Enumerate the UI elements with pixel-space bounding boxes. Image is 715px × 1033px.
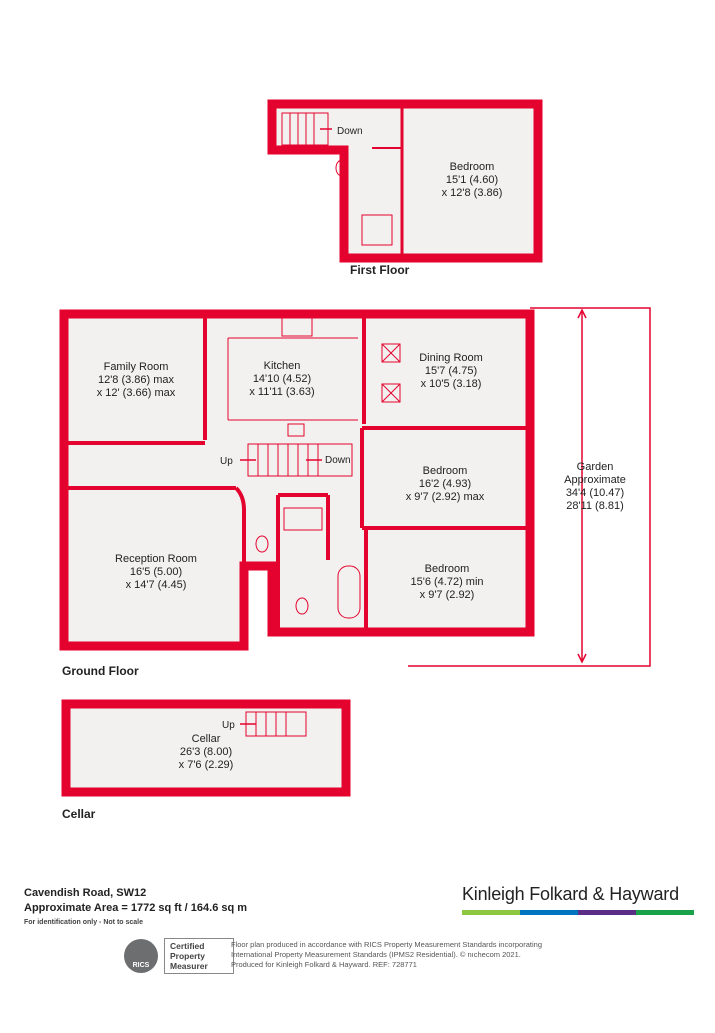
ground-floor: Up Down Family Room 12'8 (3.86) max x 12… [59,307,651,678]
rics-badge: RICS Certified Property Measurer [124,938,234,974]
ground-bedroom-2-name: Bedroom [425,563,470,575]
kitchen-dim2: x 11'11 (3.63) [249,386,314,398]
first-bedroom-dim2: x 12'8 (3.86) [442,187,503,199]
first-bedroom-name: Bedroom [450,161,495,173]
cellar-dim1: 26'3 (8.00) [180,746,232,758]
dining-room-dim1: 15'7 (4.75) [425,365,477,377]
ground-floor-walls [59,309,535,651]
ground-stairs-down-label: Down [325,455,351,466]
rics-badge-line: Certified [170,941,205,951]
shower-tray [361,214,393,246]
brand-bar-segment [636,910,694,915]
kitchen-fixtures [227,317,358,437]
rics-seal-icon: RICS [124,939,158,973]
cellar-walls [61,699,351,797]
first-floor-stairs [281,112,332,146]
ground-floor-label: Ground Floor [62,664,139,678]
approximate-area: Approximate Area = 1772 sq ft / 164.6 sq… [24,902,248,914]
agency-name: Kinleigh Folkard & Hayward [462,884,679,904]
cellar-stairs-label: Up [222,720,235,731]
ground-bedroom-1-dim2: x 9'7 (2.92) max [406,491,485,503]
cellar-name: Cellar [192,733,221,745]
cellar-floor-label: Cellar [62,807,96,821]
cellar-floor: Up Cellar 26'3 (8.00) x 7'6 (2.29) Cella… [61,699,351,821]
dining-room-name: Dining Room [419,352,483,364]
kitchen-dim1: 14'10 (4.52) [253,373,311,385]
cellar-dim2: x 7'6 (2.29) [179,759,234,771]
garden-outline [408,307,651,667]
garden-dim1: 34'4 (10.47) [566,487,624,499]
ground-bedroom-1-name: Bedroom [423,465,468,477]
ground-bedroom-1-dim1: 16'2 (4.93) [419,478,471,490]
ground-floor-partitions [68,316,527,630]
first-floor-walls [267,99,543,263]
disclaimer-line: International Property Measurement Stand… [231,950,521,959]
first-bedroom-dim1: 15'1 (4.60) [446,174,498,186]
cellar-stairs [240,711,307,737]
dining-room-dim2: x 10'5 (3.18) [421,378,482,390]
rics-badge-line: Measurer [170,961,208,971]
first-floor-label: First Floor [350,263,410,277]
certified-property-measurer: Certified Property Measurer [164,938,234,974]
disclaimer-line: Produced for Kinleigh Folkard & Hayward.… [231,960,417,969]
measurement-disclaimer: Floor plan produced in accordance with R… [231,940,591,970]
garden-name: Garden [577,461,614,473]
family-room-name: Family Room [104,361,169,373]
brand-bar-segment [462,910,520,915]
property-address: Cavendish Road, SW12 [24,887,147,899]
rics-badge-line: Property [170,951,205,961]
reception-room-dim2: x 14'7 (4.45) [126,579,187,591]
brand-bar-segment [520,910,578,915]
brand-bar-segment [578,910,636,915]
bath-fixtures [255,507,361,619]
ground-stairs-up-label: Up [220,456,233,467]
skylights [381,343,401,403]
ground-bedroom-2-dim1: 15'6 (4.72) min [410,576,483,588]
basin [335,159,349,177]
property-info: Cavendish Road, SW12 Approximate Area = … [24,886,247,926]
agency-brand: Kinleigh Folkard & Hayward [462,884,694,915]
disclaimer-line: Floor plan produced in accordance with R… [231,940,542,949]
garden-approx: Approximate [564,474,626,486]
brand-color-bar [462,910,694,915]
first-floor-stairs-label: Down [337,126,363,137]
kitchen-name: Kitchen [264,360,301,372]
reception-room-dim1: 16'5 (5.00) [130,566,182,578]
first-floor: Down Bedroom 15'1 (4.60) x 12'8 (3.86) F… [267,99,543,277]
garden-dim2: 28'11 (8.81) [566,500,624,512]
ground-bedroom-2-dim2: x 9'7 (2.92) [420,589,475,601]
family-room-dim1: 12'8 (3.86) max [98,374,175,386]
identification-note: For identification only - Not to scale [24,919,144,926]
floor-plan: Down Bedroom 15'1 (4.60) x 12'8 (3.86) F… [59,99,651,821]
reception-room-name: Reception Room [115,553,197,565]
family-room-dim2: x 12' (3.66) max [97,387,176,399]
ground-floor-stairs [240,443,353,477]
